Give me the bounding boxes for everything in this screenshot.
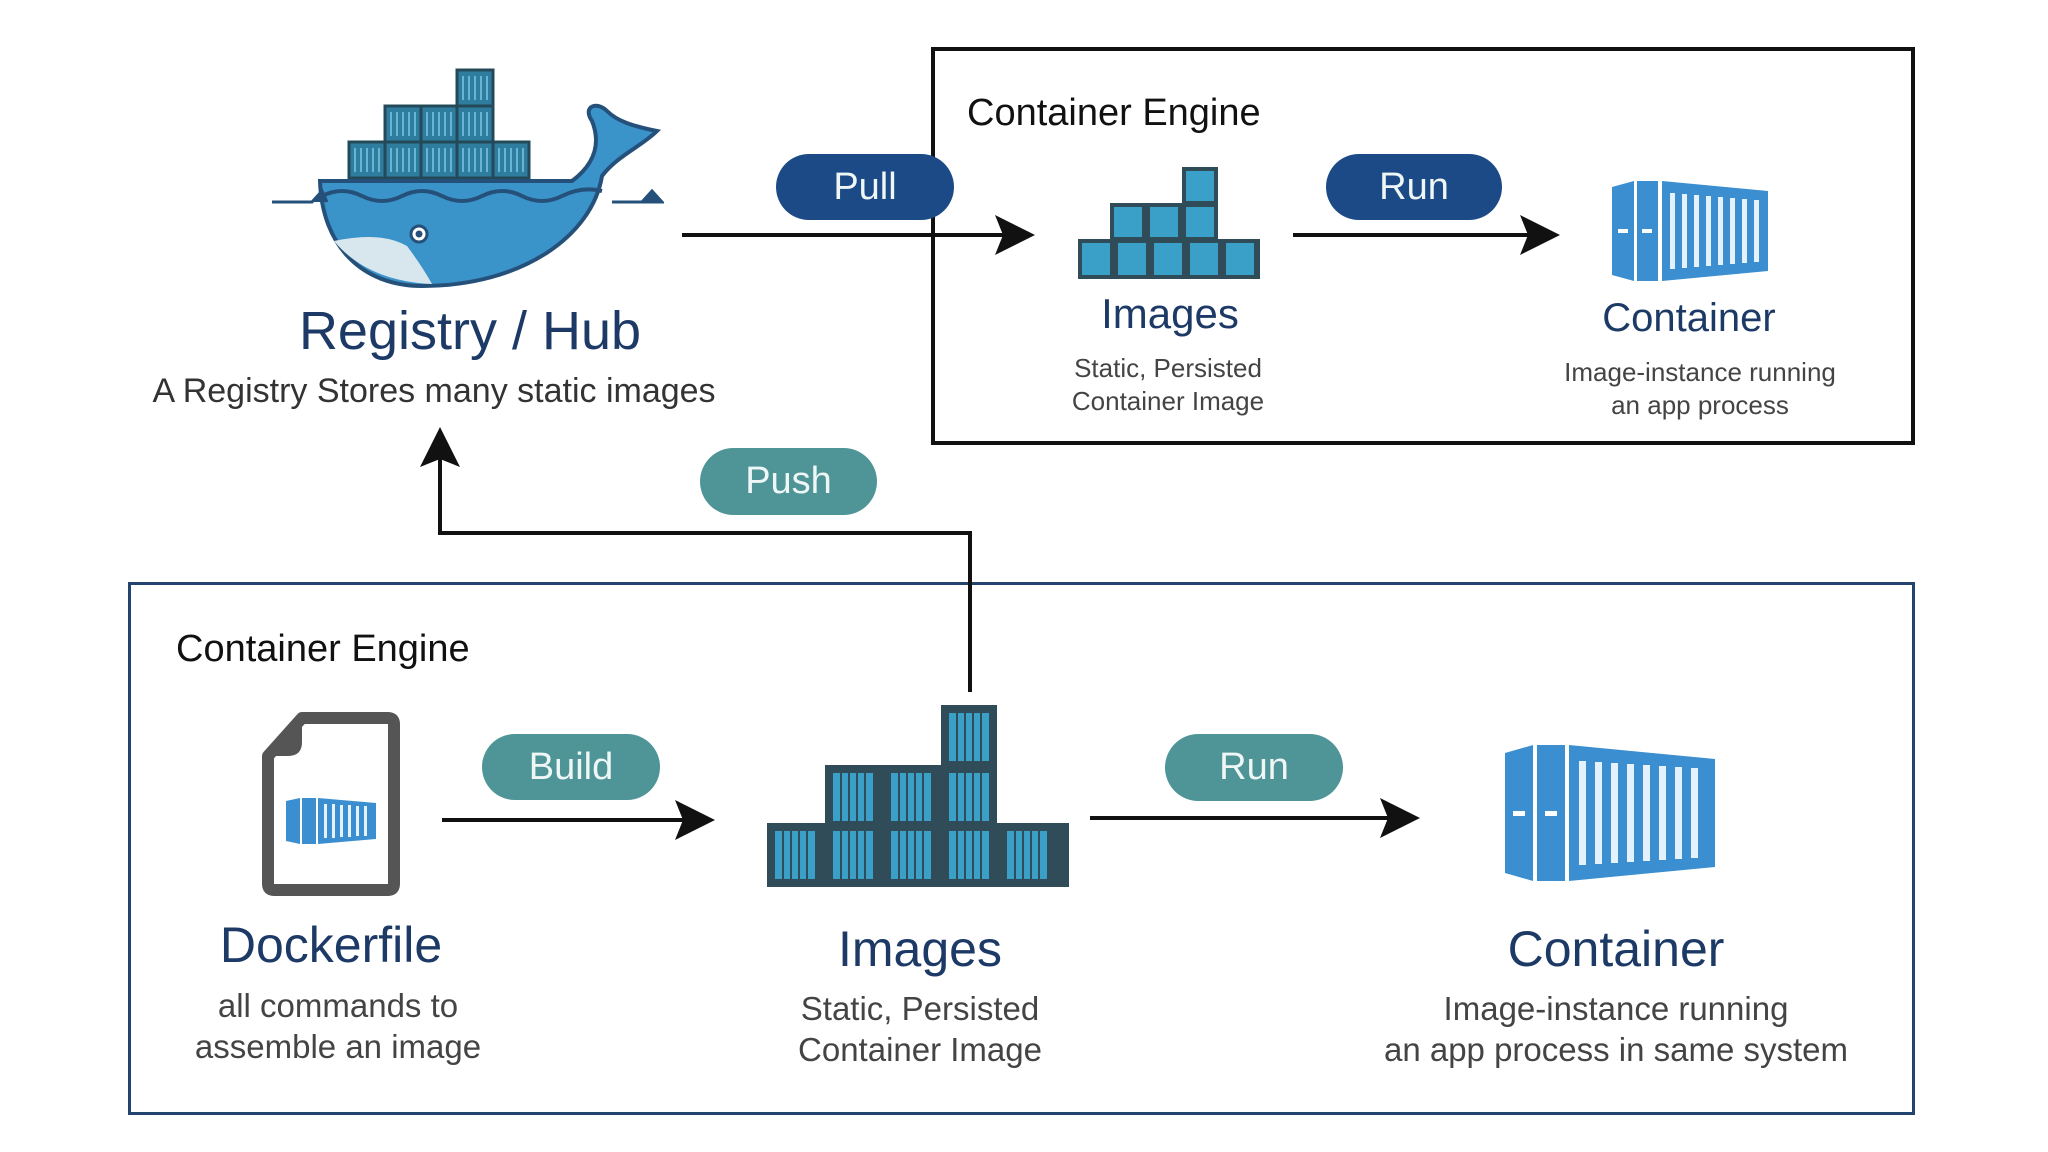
top-images-title: Images — [1101, 290, 1239, 337]
top-container-title: Container — [1602, 296, 1776, 340]
top-container-desc: Image-instance running an app process — [1564, 356, 1836, 421]
bottom-engine-label: Container Engine — [176, 628, 470, 670]
pull-button[interactable]: Pull — [776, 154, 954, 220]
docker-whale-icon — [272, 68, 664, 289]
bottom-container-title: Container — [1507, 921, 1725, 977]
top-engine-label: Container Engine — [967, 92, 1261, 134]
image-stack-icon — [767, 705, 1069, 887]
push-button[interactable]: Push — [700, 448, 877, 515]
bottom-images-desc-line2: Container Image — [798, 1031, 1042, 1069]
bottom-container-desc-line1: Image-instance running — [1443, 990, 1789, 1027]
image-stack-icon — [1078, 167, 1260, 279]
dockerfile-desc: all commands to assemble an image — [195, 985, 481, 1068]
registry-subtitle: A Registry Stores many static images — [152, 372, 716, 410]
dockerfile-desc-line1: all commands to — [217, 987, 459, 1024]
dockerfile-desc-line2: assemble an image — [194, 1028, 482, 1066]
bottom-images-desc-line1: Static, Persisted — [800, 990, 1040, 1027]
container-icon — [1612, 181, 1768, 281]
container-icon — [1505, 745, 1715, 881]
top-container-desc-line2: an app process — [1611, 389, 1789, 420]
dockerfile-title: Dockerfile — [219, 917, 443, 973]
bottom-images-desc: Static, Persisted Container Image — [798, 988, 1042, 1071]
dockerfile-icon — [262, 712, 400, 896]
top-images-desc: Static, Persisted Container Image — [1072, 352, 1264, 417]
run-button-bottom[interactable]: Run — [1165, 734, 1343, 801]
top-images-desc-line2: Container Image — [1071, 385, 1265, 416]
bottom-container-desc-line2: an app process in same system — [1383, 1031, 1849, 1069]
bottom-container-engine-box — [128, 582, 1915, 1115]
build-button[interactable]: Build — [482, 734, 660, 800]
bottom-images-title: Images — [838, 921, 1002, 977]
top-container-desc-line1: Image-instance running — [1564, 357, 1836, 387]
registry-title: Registry / Hub — [298, 301, 642, 361]
bottom-container-desc: Image-instance running an app process in… — [1384, 988, 1848, 1071]
run-button-top[interactable]: Run — [1326, 154, 1502, 220]
top-images-desc-line1: Static, Persisted — [1074, 353, 1262, 383]
top-container-engine-box — [931, 47, 1915, 445]
